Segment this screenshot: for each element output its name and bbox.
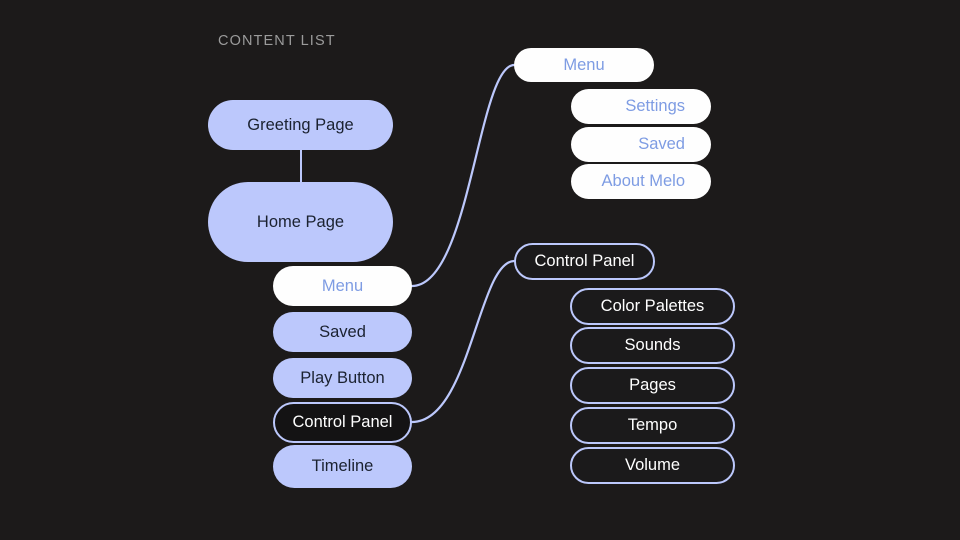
- node-settings[interactable]: Settings: [571, 89, 711, 124]
- node-label: Menu: [563, 55, 605, 74]
- node-control-panel[interactable]: Control Panel: [273, 402, 412, 443]
- node-label: Tempo: [627, 416, 678, 435]
- node-volume[interactable]: Volume: [570, 447, 735, 484]
- node-label: Pages: [629, 376, 676, 395]
- node-greeting-page[interactable]: Greeting Page: [208, 100, 393, 150]
- node-menu-saved[interactable]: Saved: [571, 127, 711, 162]
- node-timeline[interactable]: Timeline: [273, 445, 412, 488]
- node-tempo[interactable]: Tempo: [570, 407, 735, 444]
- node-menu-group-header[interactable]: Menu: [514, 48, 654, 82]
- node-label: Saved: [638, 135, 685, 154]
- node-label: Color Palettes: [600, 297, 705, 316]
- node-label: Control Panel: [292, 413, 393, 432]
- node-control-panel-group-header[interactable]: Control Panel: [514, 243, 655, 280]
- node-label: Sounds: [624, 336, 681, 355]
- node-label: Saved: [319, 322, 366, 341]
- node-label: Home Page: [256, 212, 345, 231]
- node-color-palettes[interactable]: Color Palettes: [570, 288, 735, 325]
- node-menu[interactable]: Menu: [273, 266, 412, 306]
- connector-control-panel: [410, 259, 516, 424]
- node-label: Control Panel: [534, 252, 635, 271]
- node-play-button[interactable]: Play Button: [273, 358, 412, 398]
- connector-menu: [410, 63, 516, 288]
- node-pages[interactable]: Pages: [570, 367, 735, 404]
- node-home-page[interactable]: Home Page: [208, 182, 393, 262]
- connector-greeting-to-home: [300, 146, 302, 186]
- node-sounds[interactable]: Sounds: [570, 327, 735, 364]
- node-label: Settings: [625, 97, 685, 116]
- node-saved[interactable]: Saved: [273, 312, 412, 352]
- node-label: About Melo: [601, 172, 685, 191]
- node-label: Greeting Page: [247, 115, 354, 134]
- node-label: Timeline: [311, 457, 374, 476]
- node-label: Menu: [321, 276, 364, 295]
- node-label: Volume: [624, 456, 681, 475]
- page-title: CONTENT LIST: [218, 33, 336, 49]
- node-about-melo[interactable]: About Melo: [571, 164, 711, 199]
- node-label: Play Button: [300, 368, 385, 387]
